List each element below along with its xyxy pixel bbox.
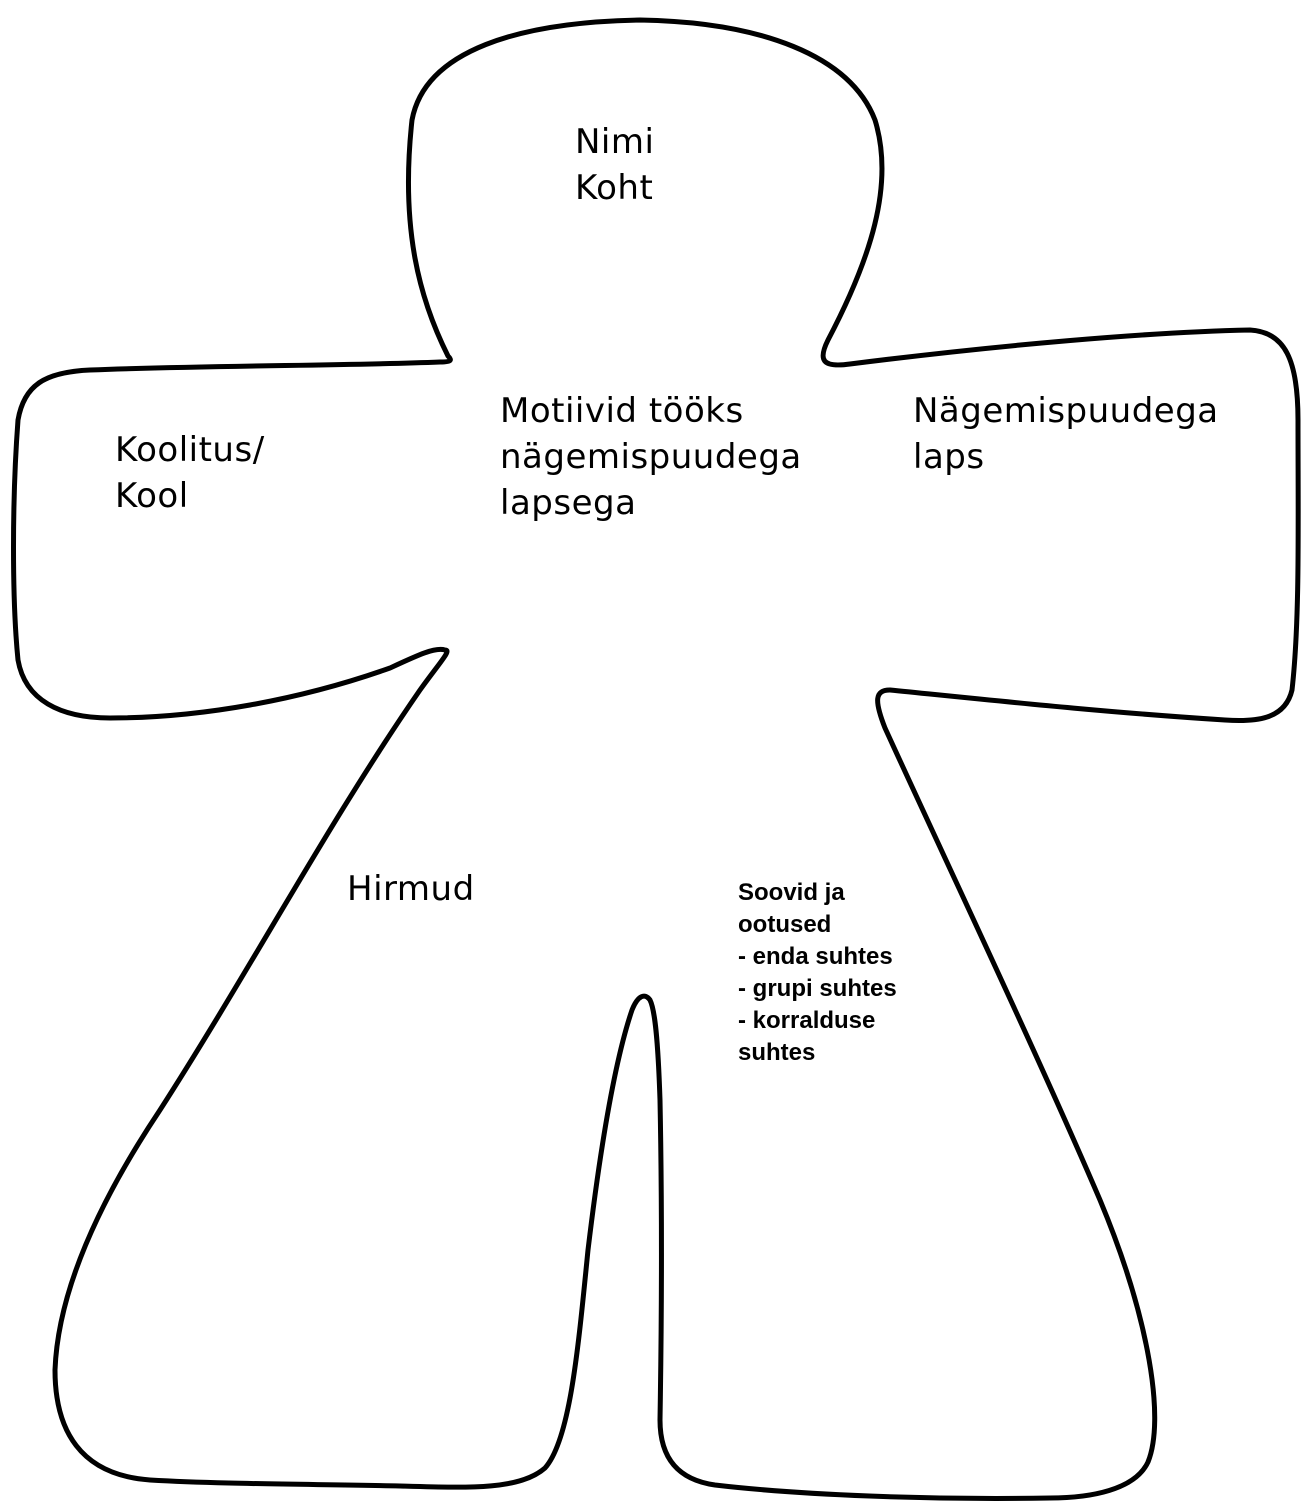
visually-impaired-child-label: Nägemispuudega laps bbox=[913, 388, 1219, 480]
motives-label: Motiivid tööks nägemispuudega lapsega bbox=[500, 388, 802, 526]
wishes-expectations-label: Soovid ja ootused - enda suhtes - grupi … bbox=[738, 877, 897, 1069]
head-label: Nimi Koht bbox=[575, 119, 654, 211]
person-outline-shape bbox=[14, 20, 1299, 1498]
fears-label: Hirmud bbox=[347, 866, 475, 912]
training-label: Koolitus/ Kool bbox=[115, 427, 265, 519]
